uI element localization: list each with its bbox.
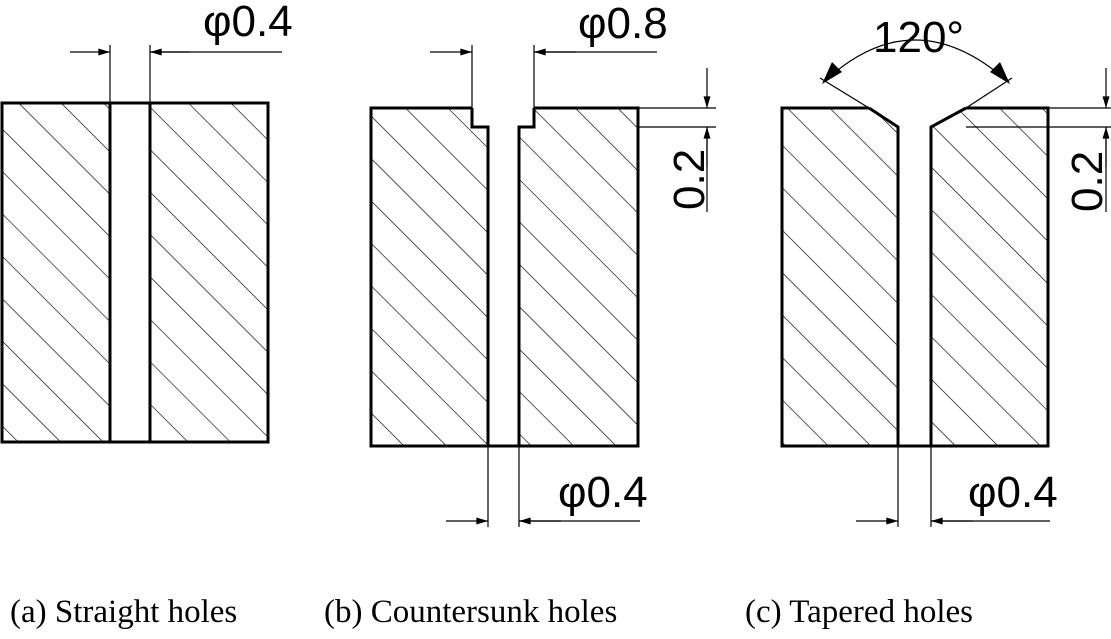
right-material-block [931, 108, 1048, 446]
countersink-wall-right [517, 108, 536, 446]
dimension-label: φ0.4 [968, 468, 1058, 517]
right-material-block [519, 108, 638, 446]
dimension-phi-bottom: φ0.4 [856, 446, 1058, 527]
dimension-label: 120° [873, 13, 964, 62]
dimension-depth-side: 0.2 [638, 68, 716, 212]
panel-b-countersunk-holes: φ0.8 0.2 φ0.4 [369, 0, 716, 527]
dimension-depth-side: 0.2 [966, 68, 1111, 212]
dimension-label: 0.2 [1063, 151, 1111, 212]
caption-a: (a) Straight holes [10, 594, 237, 630]
panel-c-tapered-holes: 120° 0.2 φ0.4 [780, 13, 1111, 527]
left-material-block [782, 108, 898, 446]
dimension-angle: 120° [819, 13, 1013, 109]
block-outline [0, 101, 270, 444]
countersink-wall-left [470, 108, 490, 446]
panel-a-straight-holes: φ0.4 [0, 0, 293, 444]
taper-wall-left [868, 106, 900, 446]
dimension-label: φ0.4 [203, 0, 293, 46]
dimension-label: φ0.4 [558, 468, 648, 517]
caption-b: (b) Countersunk holes [324, 594, 617, 630]
left-material-block [371, 108, 488, 446]
dimension-label: 0.2 [665, 149, 714, 210]
dimension-phi-top: φ0.4 [70, 0, 293, 103]
block-outline [369, 106, 640, 448]
dimension-phi-bottom: φ0.4 [446, 446, 648, 527]
block-outline [780, 106, 1050, 448]
dimension-label: φ0.8 [578, 0, 668, 48]
left-material-block [2, 103, 110, 442]
taper-wall-right [929, 106, 967, 446]
dimension-phi-top: φ0.8 [430, 0, 668, 108]
right-material-block [150, 103, 268, 442]
caption-c: (c) Tapered holes [745, 594, 973, 630]
